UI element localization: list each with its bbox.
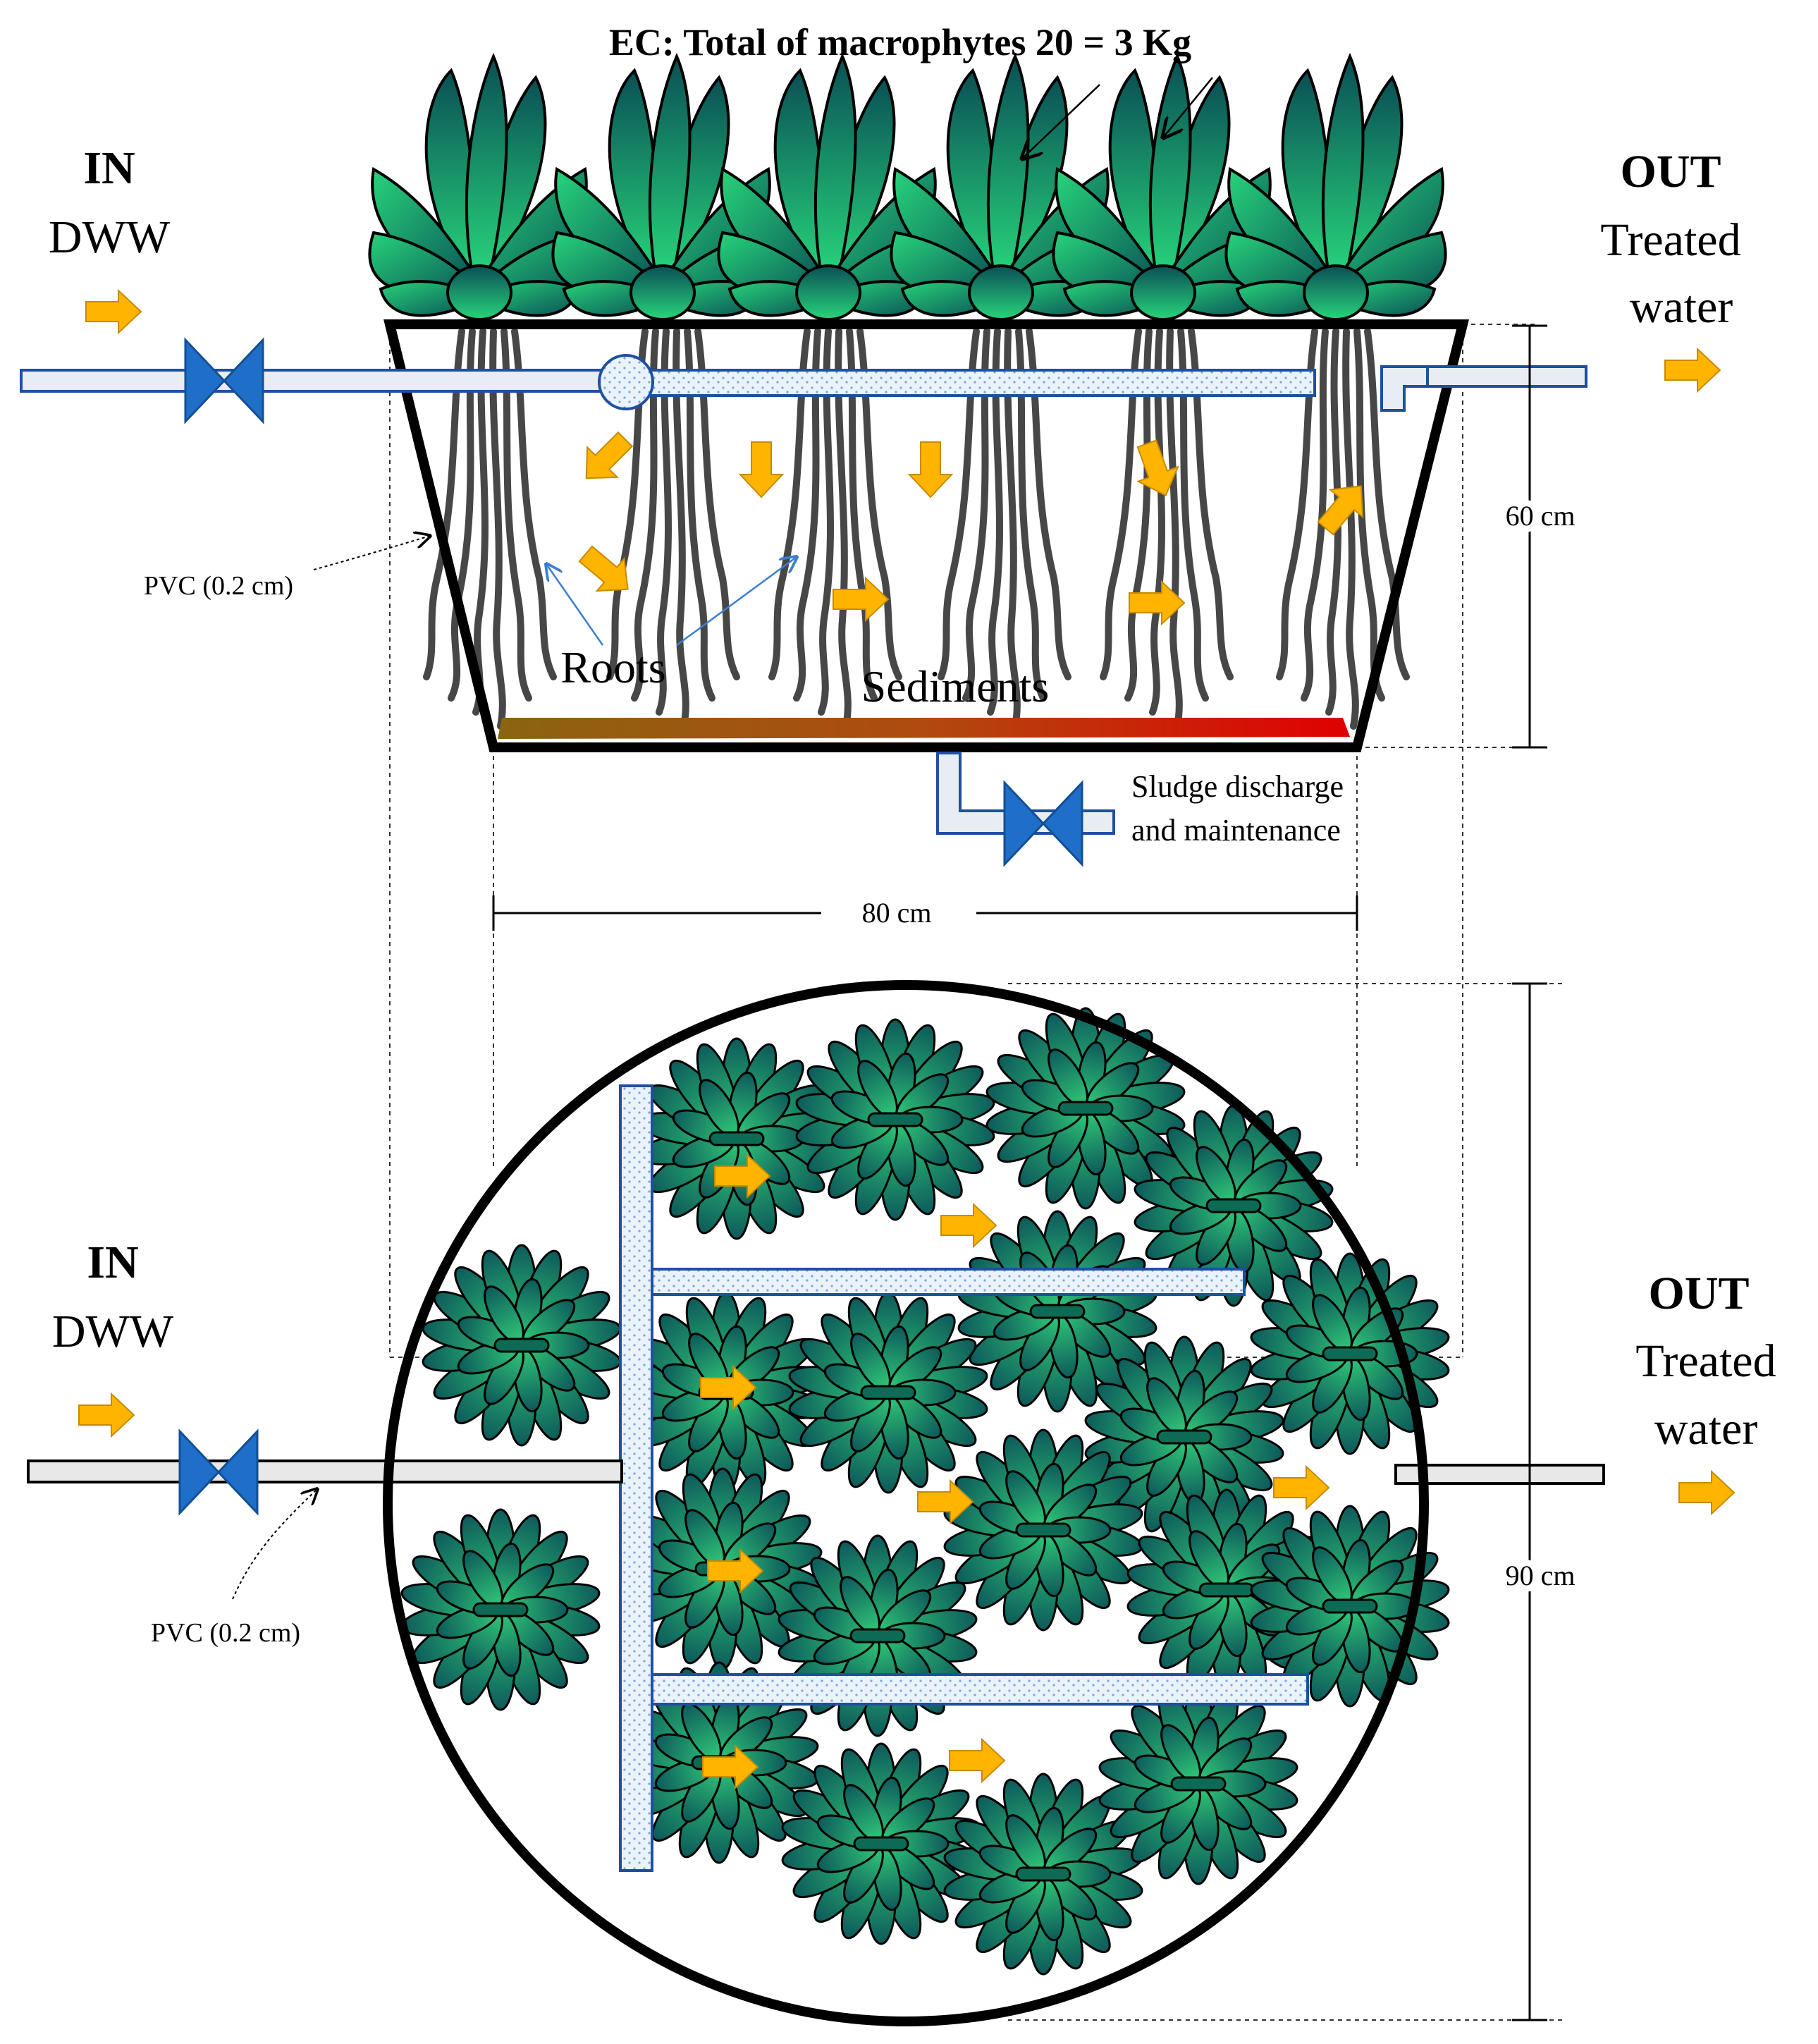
side-view: EC: Total of macrophytes 20 = 3 Kg IN DW… [20, 21, 1741, 2021]
in-arrow-side [85, 290, 142, 333]
sludge-label-2: and maintenance [1131, 813, 1341, 847]
inlet-pipe-top [27, 1459, 623, 1483]
width-dimension [492, 895, 1358, 931]
in-label-side: IN [83, 142, 135, 194]
top-view: IN DWW OUT Treated water PVC (0.2 cm) 90… [27, 980, 1776, 2026]
height-dimension [1512, 324, 1547, 749]
width-label: 80 cm [862, 897, 932, 929]
diameter-dimension [1512, 982, 1547, 2021]
title-pointer-2 [1163, 77, 1213, 137]
out-sub-side-1: Treated [1600, 214, 1740, 266]
sludge-label-1: Sludge discharge [1131, 769, 1344, 804]
main-distributor-top [619, 1084, 653, 1872]
diagram-title: EC: Total of macrophytes 20 = 3 Kg [609, 21, 1191, 63]
height-label: 60 cm [1506, 500, 1576, 532]
branch-pipe-top-2 [651, 1673, 1309, 1706]
pvc-pointer-side [313, 536, 430, 570]
inlet-pipe-side [20, 369, 622, 393]
pvc-label-side: PVC (0.2 cm) [144, 571, 293, 601]
outlet-elbow [1380, 365, 1432, 412]
out-sub-top-2: water [1654, 1403, 1758, 1455]
roots-pointer-2 [676, 557, 797, 647]
in-arrow-top [78, 1393, 135, 1437]
sludge-valve [1003, 781, 1083, 866]
inlet-valve-side [184, 338, 264, 423]
roots-label: Roots [560, 642, 665, 692]
outlet-pipe-side [1426, 365, 1587, 388]
out-label-top: OUT [1648, 1268, 1749, 1319]
sediment-layer [498, 718, 1350, 739]
in-label-top: IN [87, 1237, 138, 1288]
out-label-side: OUT [1620, 146, 1721, 197]
pvc-pointer-top [232, 1489, 317, 1600]
title-pointer-1 [1022, 84, 1100, 159]
out-arrow-top [1678, 1471, 1735, 1514]
out-sub-top-1: Treated [1635, 1335, 1776, 1387]
outlet-pipe-top [1394, 1464, 1605, 1485]
out-arrow-side [1664, 348, 1721, 392]
branch-pipe-top-1 [651, 1268, 1246, 1296]
in-sub-top: DWW [52, 1306, 174, 1357]
sediments-label: Sediments [861, 661, 1050, 711]
pvc-label-top: PVC (0.2 cm) [151, 1618, 300, 1648]
out-sub-side-2: water [1630, 281, 1733, 333]
inlet-valve-top [178, 1430, 259, 1514]
in-sub-side: DWW [49, 212, 171, 263]
roots-pointer-1 [546, 564, 604, 646]
side-plants [368, 55, 1447, 321]
tank-outline-top [383, 980, 1429, 2026]
basin-outline [383, 319, 1469, 752]
distribution-pipe-side [629, 369, 1316, 397]
diameter-label: 90 cm [1506, 1560, 1576, 1591]
pipe-elbow [598, 354, 654, 410]
